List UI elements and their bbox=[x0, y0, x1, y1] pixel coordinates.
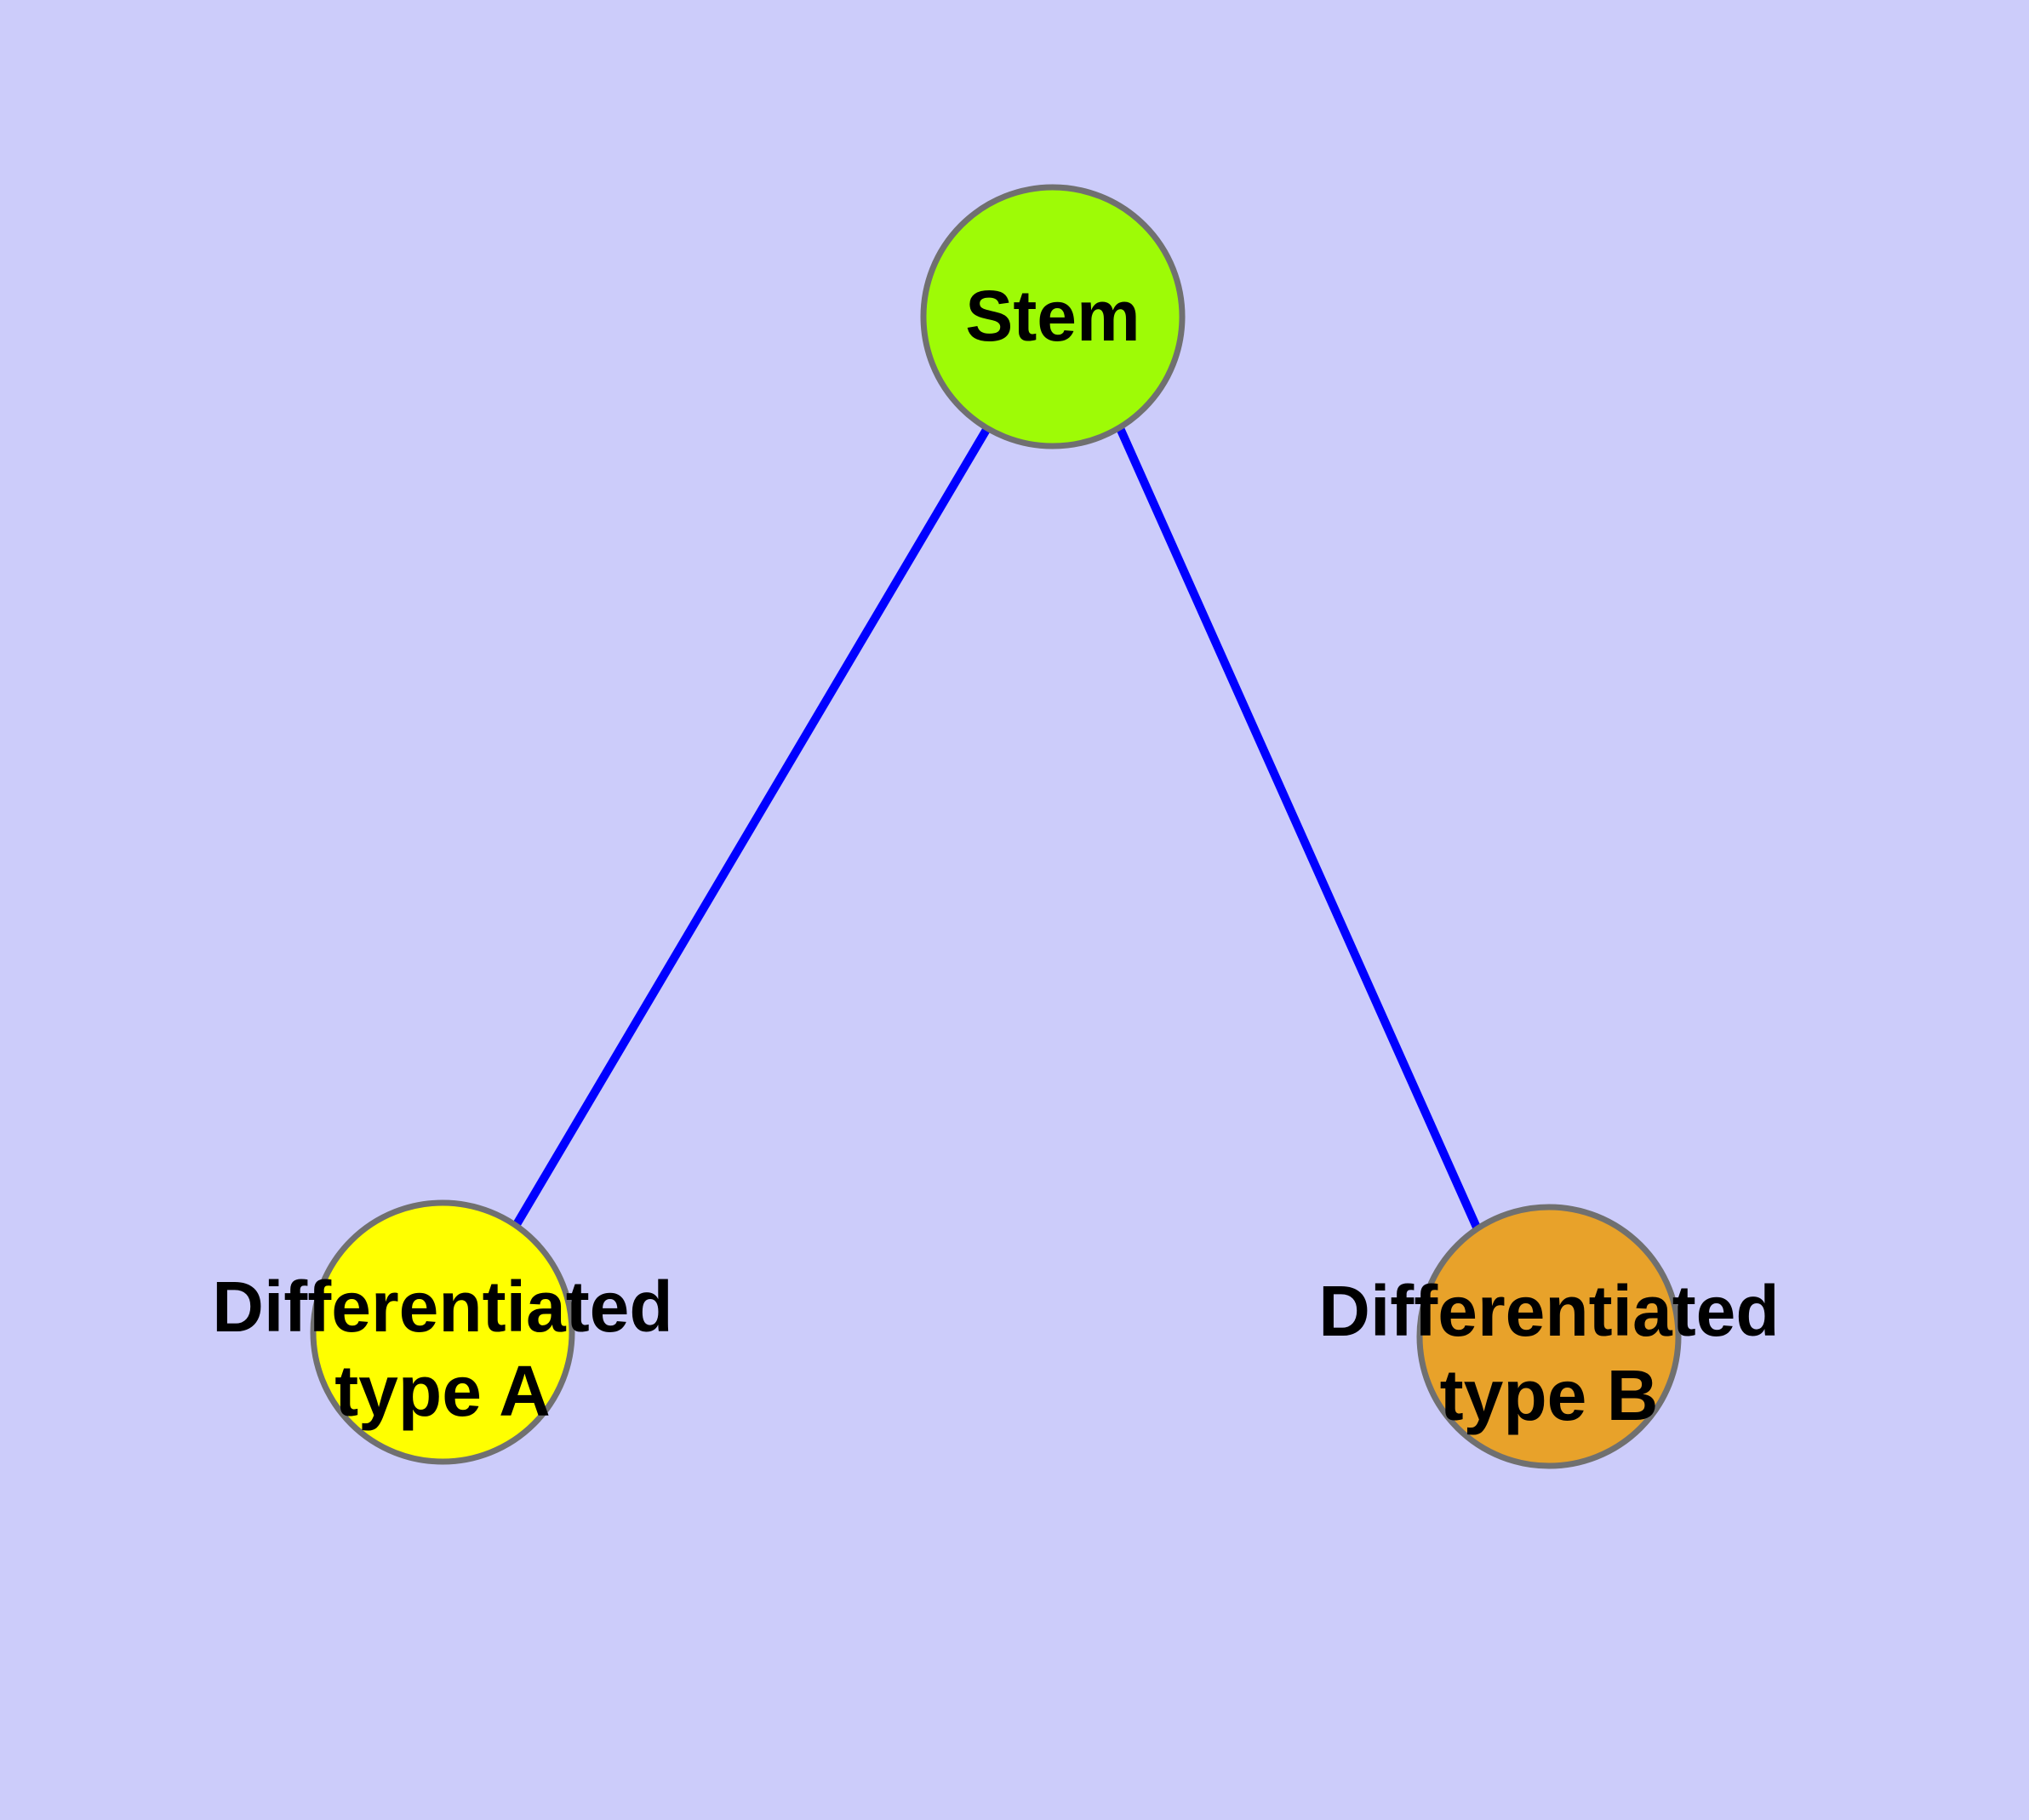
edge-stem-to-differentiated-type-a[interactable] bbox=[512, 426, 992, 1228]
node-stem[interactable] bbox=[920, 184, 1186, 449]
node-differentiated-type-b[interactable] bbox=[1416, 1204, 1682, 1469]
node-differentiated-type-a-label-line1: Differentiated bbox=[212, 1267, 672, 1347]
node-differentiated-type-b-label-line2: type B bbox=[1440, 1355, 1659, 1435]
labels-layer: Stem Differentiated type A Differentiate… bbox=[212, 276, 1779, 1435]
node-stem-label: Stem bbox=[965, 276, 1140, 356]
node-differentiated-type-a-label-line2: type A bbox=[334, 1351, 551, 1431]
edge-stem-to-differentiated-type-b[interactable] bbox=[1116, 426, 1482, 1232]
nodes-layer bbox=[310, 184, 1682, 1469]
edges-layer bbox=[512, 426, 1482, 1232]
node-differentiated-type-b-circle[interactable] bbox=[1416, 1204, 1682, 1469]
node-differentiated-type-a-circle[interactable] bbox=[310, 1199, 575, 1465]
node-differentiated-type-b-label-line1: Differentiated bbox=[1318, 1271, 1779, 1351]
node-differentiated-type-a[interactable] bbox=[310, 1199, 575, 1465]
node-stem-circle[interactable] bbox=[920, 184, 1186, 449]
